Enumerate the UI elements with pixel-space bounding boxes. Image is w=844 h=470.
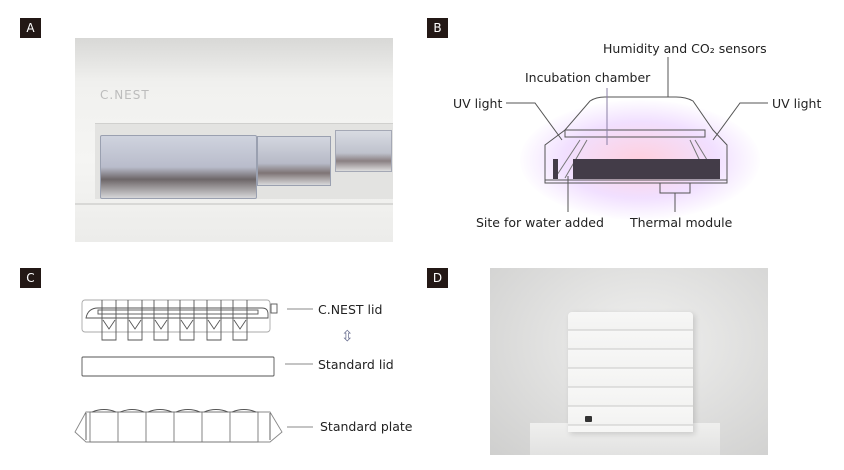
chamber-housing (544, 96, 728, 184)
water-reservoir (553, 159, 558, 179)
callout-uv-left: UV light (453, 96, 503, 111)
culture-plate (573, 159, 720, 179)
callout-chamber: Incubation chamber (525, 70, 651, 85)
plate-carrier (335, 130, 392, 172)
sensor-plate (564, 129, 706, 138)
brand-logo: C.NEST (100, 88, 150, 102)
standard-lid (81, 356, 275, 377)
callout-standard-plate: Standard plate (320, 419, 413, 434)
power-button-icon (585, 416, 592, 422)
plate-carrier (100, 135, 257, 199)
panel-a-photo: C.NEST (75, 38, 393, 242)
uv-right-leader (712, 102, 768, 141)
cnest-lid (81, 299, 271, 333)
panel-b-label: B (427, 18, 448, 38)
plate-carrier (257, 136, 331, 186)
thermal-leader (659, 183, 691, 212)
callout-cnest-lid: C.NEST lid (318, 302, 383, 317)
callout-water: Site for water added (476, 215, 604, 230)
callout-thermal: Thermal module (630, 215, 733, 230)
cnest-tubes (101, 300, 248, 341)
standard-plate (74, 409, 283, 443)
panel-c-label: C (20, 268, 41, 288)
uv-left-leader (506, 102, 563, 141)
swap-arrow-icon: ⇳ (341, 327, 354, 345)
callout-uv-right: UV light (772, 96, 822, 111)
callout-standard-lid: Standard lid (318, 357, 394, 372)
panel-d-label: D (427, 268, 448, 288)
panel-a-label: A (20, 18, 41, 38)
panel-d-photo (490, 268, 768, 455)
callout-sensors: Humidity and CO₂ sensors (603, 41, 767, 56)
cnest-device (568, 312, 693, 432)
